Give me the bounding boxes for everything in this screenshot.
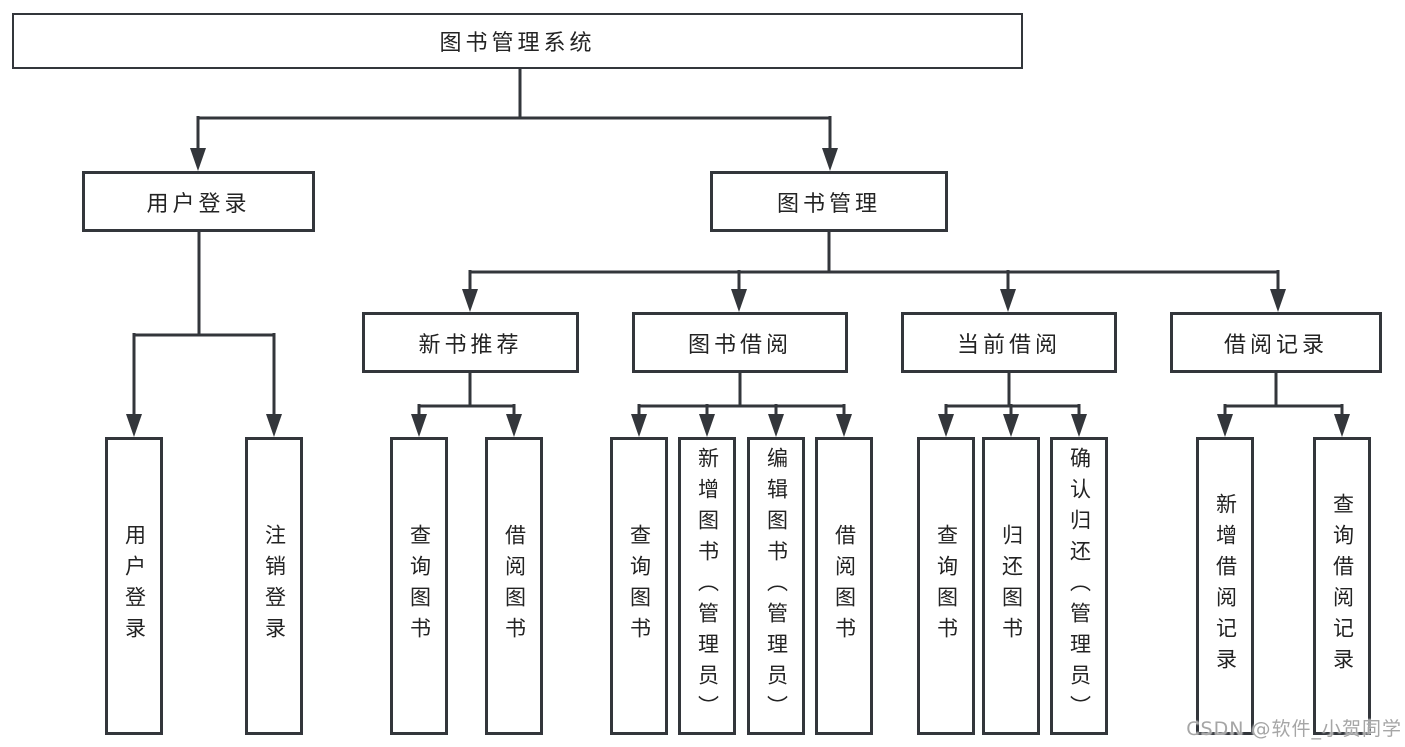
node-leaf-query-books-current: 查询图书	[917, 437, 975, 735]
node-label: 图书借阅	[687, 332, 792, 358]
node-leaf-borrow-books-recommend: 借阅图书	[485, 437, 543, 735]
node-leaf-logout: 注销登录	[245, 437, 303, 735]
node-leaf-query-books-recommend: 查询图书	[390, 437, 448, 735]
node-current-borrow: 当前借阅	[901, 312, 1117, 373]
node-book-management: 图书管理	[710, 171, 948, 232]
node-label: 新增图书（管理员）	[695, 446, 720, 726]
node-leaf-edit-books-admin: 编辑图书（管理员）	[747, 437, 805, 735]
node-label: 查询图书	[934, 524, 959, 648]
connector-current-borrow-group	[944, 372, 1081, 416]
connector-borrow-records-group	[1223, 372, 1344, 416]
node-label: 新书推荐	[418, 332, 523, 358]
connector-root-to-level2	[196, 69, 832, 150]
connector-book-borrow-group	[637, 372, 846, 416]
node-leaf-user-login: 用户登录	[105, 437, 163, 735]
node-label: 借阅图书	[832, 524, 857, 648]
node-label: 借阅记录	[1223, 332, 1328, 358]
csdn-watermark: CSDN @软件_小贺同学	[1186, 718, 1402, 740]
arrowheads	[126, 148, 1350, 437]
node-label: 查询图书	[627, 524, 652, 648]
node-leaf-query-borrow-record: 查询借阅记录	[1313, 437, 1371, 735]
connector-new-book-group	[417, 372, 516, 416]
node-user-login: 用户登录	[82, 171, 315, 232]
node-leaf-add-borrow-record: 新增借阅记录	[1196, 437, 1254, 735]
node-library-management-system: 图书管理系统	[12, 13, 1023, 69]
node-label: 查询图书	[407, 524, 432, 648]
node-label: 归还图书	[999, 524, 1024, 648]
node-leaf-query-books-borrow: 查询图书	[610, 437, 668, 735]
node-label: 查询借阅记录	[1330, 493, 1355, 679]
node-label: 确认归还（管理员）	[1067, 446, 1092, 726]
node-label: 借阅图书	[502, 524, 527, 648]
node-book-borrow: 图书借阅	[632, 312, 848, 373]
node-label: 图书管理系统	[439, 31, 596, 56]
node-label: 编辑图书（管理员）	[764, 446, 789, 726]
connector-book-management-group	[468, 231, 1280, 291]
node-label: 图书管理	[776, 191, 881, 217]
node-leaf-borrow-books: 借阅图书	[815, 437, 873, 735]
node-leaf-return-books: 归还图书	[982, 437, 1040, 735]
node-label: 用户登录	[146, 191, 251, 217]
node-label: 用户登录	[122, 524, 147, 648]
node-label: 新增借阅记录	[1213, 493, 1238, 679]
node-new-book-recommend: 新书推荐	[362, 312, 579, 373]
node-label: 注销登录	[262, 524, 287, 648]
node-borrow-records: 借阅记录	[1170, 312, 1382, 373]
node-leaf-add-books-admin: 新增图书（管理员）	[678, 437, 736, 735]
connector-user-login-group	[132, 231, 276, 416]
node-label: 当前借阅	[956, 332, 1061, 358]
node-leaf-confirm-return-admin: 确认归还（管理员）	[1050, 437, 1108, 735]
